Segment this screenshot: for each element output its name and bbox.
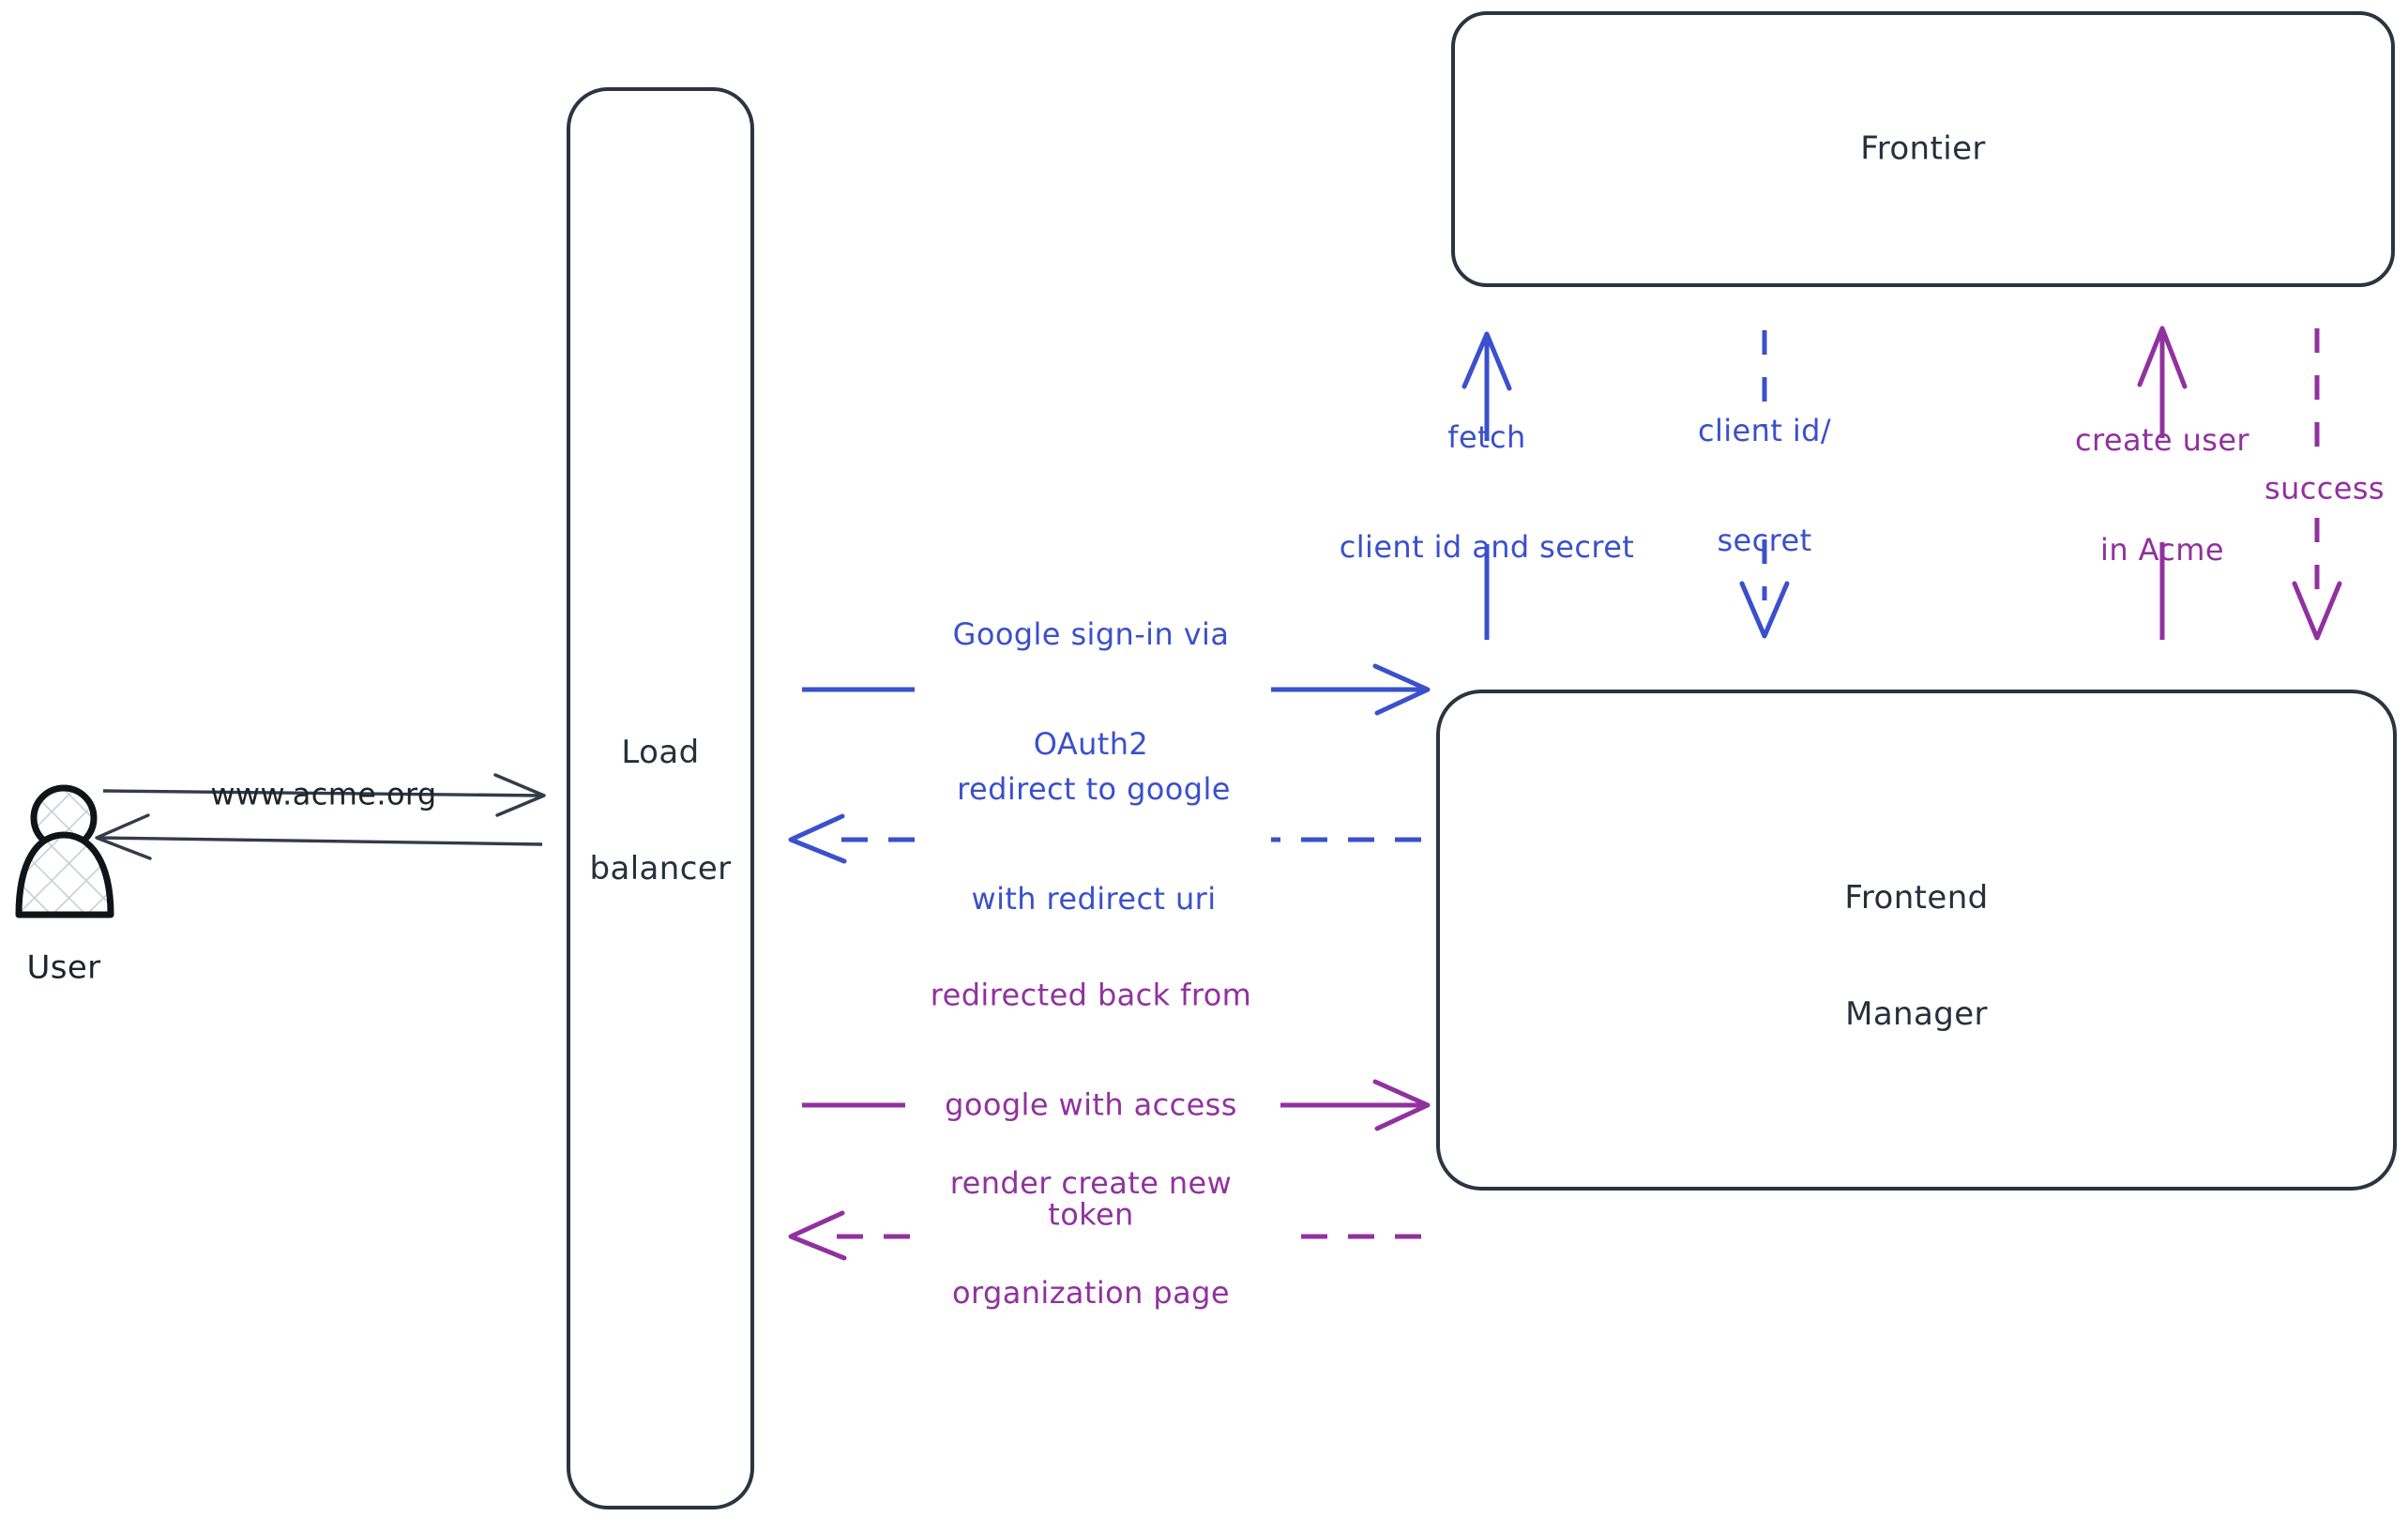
edge-client-id-secret	[1739, 330, 1790, 639]
edge-fetch-client-id	[1461, 331, 1512, 640]
node-load-balancer[interactable]	[567, 87, 754, 1509]
node-frontend-manager[interactable]	[1436, 690, 2397, 1191]
edge-google-signin	[802, 663, 1431, 716]
edge-user-to-lb	[102, 773, 546, 817]
actor-user	[15, 784, 114, 918]
node-frontier[interactable]	[1451, 11, 2395, 287]
edge-lb-to-user	[95, 813, 543, 860]
edge-redirect-to-google	[788, 813, 1421, 864]
edge-success	[2292, 328, 2342, 641]
edge-redirected-back	[802, 1079, 1431, 1131]
edge-create-user	[2137, 326, 2188, 640]
edge-render-create-org	[788, 1210, 1421, 1261]
